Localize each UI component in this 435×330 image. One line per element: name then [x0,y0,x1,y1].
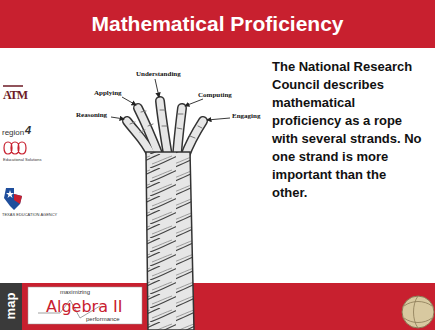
leader-line [122,97,136,105]
map-tab-text: map [3,290,19,322]
strand-label: Computing [198,91,232,99]
texas-star [6,190,14,198]
strand-label: Reasoning [76,111,107,119]
texas-shape [4,188,22,210]
globe-icon [402,296,434,328]
footer-band [0,283,435,330]
logo-small-text: performance [86,316,120,322]
leader-line [185,99,203,106]
texas-flag-red [14,194,22,204]
region-logo: region [2,128,24,137]
atm-bar [3,85,23,87]
leader-line [111,117,124,119]
logo-box [28,287,142,324]
leader-line [207,118,230,120]
strand-label: Understanding [136,70,181,78]
description-text: The National Research Council describes … [272,58,422,202]
logo-title: Algebra II [46,297,122,316]
region-logo-number: 4 [25,124,31,136]
slide-title: Mathematical Proficiency [0,0,435,48]
region-subtitle: Educational Solutions [3,157,41,162]
strand-label: Engaging [232,112,260,120]
region-loops [4,142,26,154]
globe-lines [404,296,432,328]
atm-logo: ATM [3,88,27,103]
rope-body [146,152,194,330]
tea-name: TEXAS EDUCATION AGENCY [2,212,57,217]
header-band [0,0,435,48]
map-tab [0,283,22,330]
leader-line [155,79,159,97]
logo-small-text: maximizing [60,289,90,295]
strand-label: Applying [94,89,122,97]
